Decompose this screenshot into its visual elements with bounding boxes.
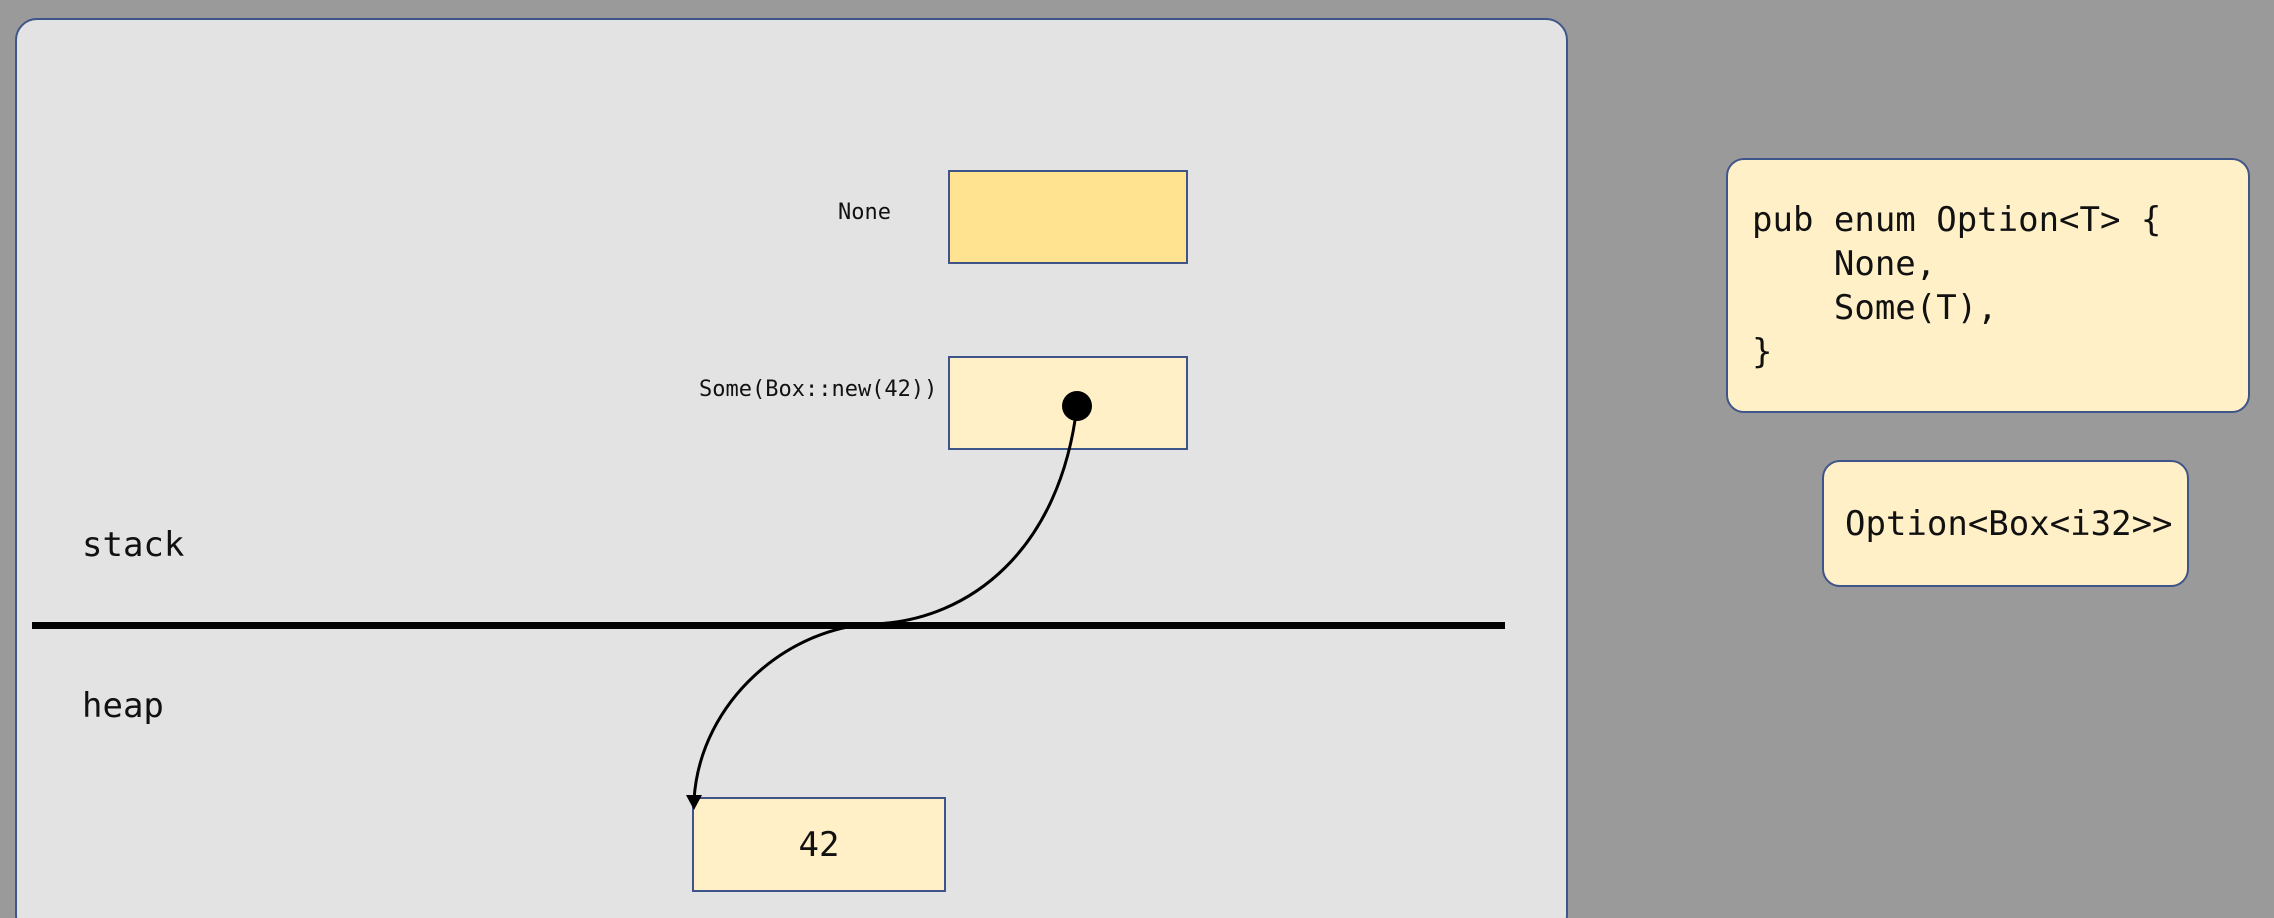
heap-label: heap: [82, 686, 164, 726]
code-line: None,: [1752, 244, 1937, 284]
code-line: }: [1752, 332, 1773, 372]
none-variant-label: None: [838, 200, 891, 225]
arrow-head-icon: [686, 795, 702, 810]
option-enum-code-card: pub enum Option<T> { None, Some(T), }: [1726, 158, 2250, 413]
some-variant-label: Some(Box::new(42)): [699, 377, 938, 402]
type-card: Option<Box<i32>>: [1822, 460, 2189, 587]
type-label: Option<Box<i32>>: [1845, 503, 2173, 544]
memory-diagram-panel: [15, 18, 1568, 918]
code-line: Some(T),: [1752, 288, 1998, 328]
none-cell: [948, 170, 1188, 264]
heap-value: 42: [798, 824, 840, 865]
stack-heap-divider: [32, 622, 1505, 629]
pointer-dot-icon: [1062, 391, 1092, 421]
code-line: pub enum Option<T> {: [1752, 200, 2162, 240]
heap-cell: 42: [692, 797, 946, 892]
stack-label: stack: [82, 525, 185, 565]
pointer-arrow: [692, 405, 1079, 801]
